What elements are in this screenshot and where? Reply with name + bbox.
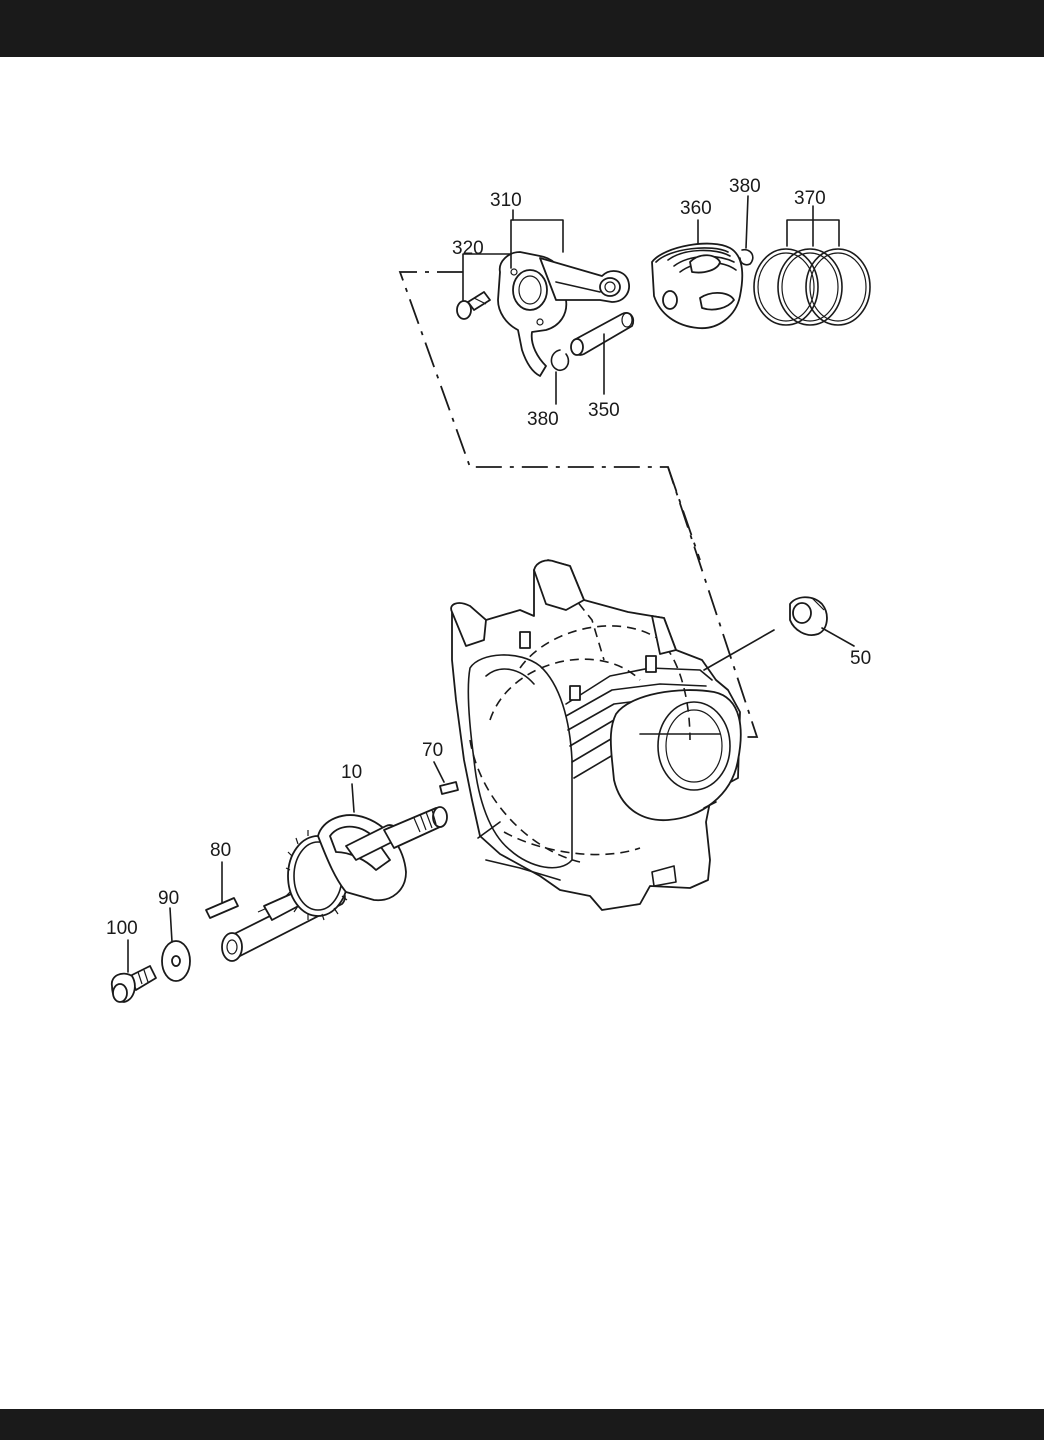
woodruff-key: [440, 782, 458, 794]
part-label-100: 100: [106, 918, 138, 939]
part-label-350: 350: [588, 400, 620, 421]
part-label-380-upper: 380: [729, 176, 761, 197]
part-label-80: 80: [210, 840, 231, 861]
part-label-310: 310: [490, 190, 522, 211]
part-label-370: 370: [794, 188, 826, 209]
part-label-90: 90: [158, 888, 179, 909]
part-label-70: 70: [422, 740, 443, 761]
piston-pin-clip-upper: [740, 250, 753, 265]
cylinder-block: [451, 560, 774, 910]
part-label-50: 50: [850, 648, 871, 669]
oil-seal: [790, 597, 827, 635]
part-label-360: 360: [680, 198, 712, 219]
crankshaft-bolt: [112, 966, 156, 1002]
piston-rings: [754, 249, 870, 325]
part-label-320: 320: [452, 238, 484, 259]
connecting-rod: [498, 252, 629, 376]
piston-pin: [571, 313, 633, 355]
rod-bolt: [457, 292, 490, 319]
piston: [652, 244, 742, 329]
part-label-10: 10: [341, 762, 362, 783]
crankshaft: [222, 807, 447, 961]
piston-pin-clip-lower: [551, 350, 568, 370]
part-label-380-lower: 380: [527, 409, 559, 430]
leader-lines: [128, 196, 854, 972]
flat-washer: [162, 941, 190, 981]
